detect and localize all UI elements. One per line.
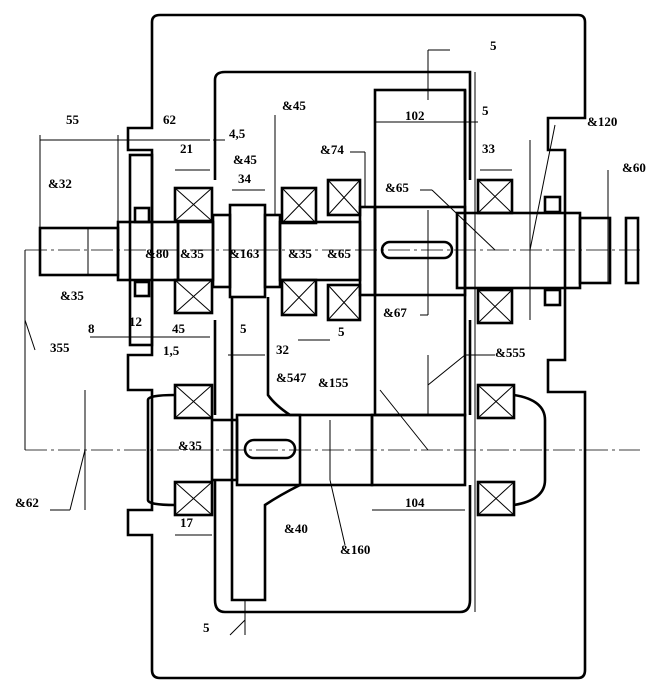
dim-d45-a: &45 xyxy=(282,98,306,113)
dim-45: 45 xyxy=(172,321,186,336)
dim-d32: &32 xyxy=(48,176,72,191)
intermediate-gear xyxy=(230,297,302,602)
dim-34: 34 xyxy=(238,171,252,186)
dimension-lines xyxy=(24,49,609,636)
dim-d555: &555 xyxy=(495,345,526,360)
input-shaft xyxy=(38,153,377,347)
housing-outline xyxy=(126,13,587,680)
dim-12: 12 xyxy=(129,314,142,329)
dimension-labels: 5 102 5 &120 &60 55 62 4,5 &45 &45 21 &7… xyxy=(15,38,646,635)
dim-d35-a: &35 xyxy=(180,246,204,261)
dim-62: 62 xyxy=(163,112,176,127)
dim-d45-b: &45 xyxy=(233,152,257,167)
dim-d120: &120 xyxy=(587,114,617,129)
dim-d163: &163 xyxy=(229,246,260,261)
dim-d35-b: &35 xyxy=(288,246,312,261)
dim-5-b: 5 xyxy=(338,324,345,339)
dim-gap-right: 5 xyxy=(482,103,489,118)
dim-d65-a: &65 xyxy=(385,180,409,195)
dim-d60: &60 xyxy=(622,160,646,175)
dim-d80: &80 xyxy=(145,246,169,261)
dim-32: 32 xyxy=(276,342,289,357)
dim-21: 21 xyxy=(180,141,193,156)
dim-d74: &74 xyxy=(320,142,344,157)
dim-d160: &160 xyxy=(340,542,370,557)
dim-104: 104 xyxy=(405,495,425,510)
dim-d155: &155 xyxy=(318,375,349,390)
dim-d65-b: &65 xyxy=(327,246,351,261)
dim-55: 55 xyxy=(66,112,80,127)
dim-d67: &67 xyxy=(383,305,407,320)
dim-top-gap: 5 xyxy=(490,38,497,53)
dim-8: 8 xyxy=(88,321,95,336)
dim-bottom-gap: 5 xyxy=(203,620,210,635)
housing-cavity xyxy=(213,70,472,614)
dim-355: 355 xyxy=(50,340,70,355)
dim-d35-d: &35 xyxy=(178,438,202,453)
dim-d547: &547 xyxy=(276,370,307,385)
lower-shaft xyxy=(146,393,547,507)
output-gear-assembly xyxy=(373,88,640,417)
dim-33: 33 xyxy=(482,141,496,156)
dim-4-5: 4,5 xyxy=(229,126,246,141)
dim-5-a: 5 xyxy=(240,321,247,336)
dim-1-5: 1,5 xyxy=(163,343,180,358)
dim-d40: &40 xyxy=(284,521,308,536)
dim-17: 17 xyxy=(180,515,194,530)
dim-d35-c: &35 xyxy=(60,288,84,303)
dim-d62: &62 xyxy=(15,495,39,510)
dim-102: 102 xyxy=(405,108,425,123)
